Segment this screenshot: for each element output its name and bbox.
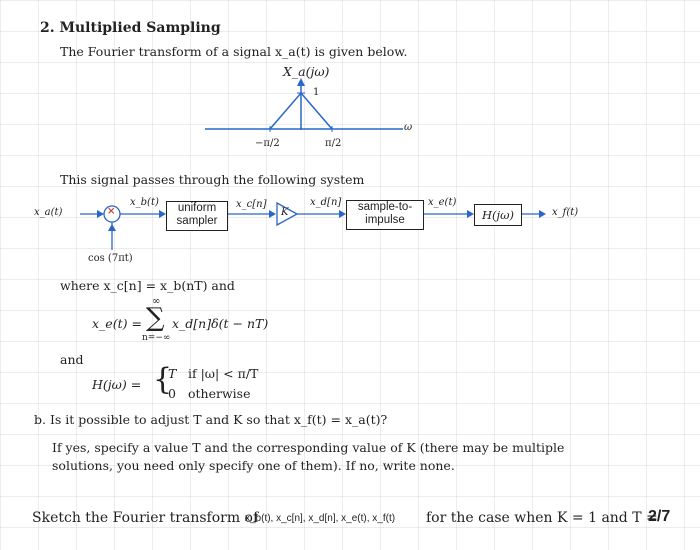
sum-eq-left: x_e(t) = <box>92 316 142 331</box>
plot-ylabel: X_a(jω) <box>283 64 330 79</box>
sketch-signals: x_b(t), x_c[n], x_d[n], x_e(t), x_f(t) <box>245 513 396 524</box>
sum-bottom: n=−∞ <box>142 333 171 343</box>
diagram-xb-label: x_b(t) <box>130 197 159 208</box>
arrow-cos <box>108 224 116 231</box>
sum-body: x_d[n]δ(t − nT) <box>172 316 269 331</box>
arrow-out <box>539 210 546 218</box>
sketch-prefix: Sketch the Fourier transform of <box>32 510 259 526</box>
sketch-T-value: 2/7 <box>648 508 671 525</box>
uniform-sampler-box: uniform sampler <box>166 201 228 231</box>
h-case1-cond: if |ω| < π/T <box>188 366 259 381</box>
diagram-xd-label: x_d[n] <box>310 197 342 208</box>
h-def-left: H(jω) = <box>92 377 142 392</box>
filter-box: H(jω) <box>474 204 522 226</box>
sum-sign: ∑ <box>146 303 165 333</box>
plot-tick-right: π/2 <box>325 138 342 149</box>
gain-label: K <box>281 207 289 218</box>
plot-xaxis-label: ω <box>404 122 413 133</box>
problem-heading: 2. Multiplied Sampling <box>40 20 221 36</box>
intro-text: The Fourier transform of a signal x_a(t)… <box>60 44 408 59</box>
plot-tick-left: −π/2 <box>255 138 280 149</box>
arrow-xd <box>339 210 346 218</box>
diagram-output-label: x_f(t) <box>552 207 579 218</box>
diagram-xc-label: x_c[n] <box>236 199 267 210</box>
and-text: and <box>60 352 84 367</box>
sketch-suffix: for the case when K = 1 and T = <box>426 510 658 526</box>
arrow-xc <box>269 210 276 218</box>
arrow-xe <box>467 210 474 218</box>
diagram-input-label: x_a(t) <box>34 207 63 218</box>
y-axis-arrow <box>297 78 305 86</box>
plot-peak-label: 1 <box>313 87 320 98</box>
arrow-input <box>97 210 104 218</box>
gain-triangle <box>276 201 299 227</box>
h-brace: { <box>153 362 173 397</box>
h-case2-val: 0 <box>168 386 176 401</box>
part-b-line1: If yes, specify a value T and the corres… <box>52 440 565 455</box>
h-case1-val: T <box>168 366 177 381</box>
sum-top: ∞ <box>152 296 161 307</box>
arrow-xb <box>159 210 166 218</box>
h-case2-cond: otherwise <box>188 386 251 401</box>
where-line: where x_c[n] = x_b(nT) and <box>60 278 235 293</box>
part-b-question: b. Is it possible to adjust T and K so t… <box>34 412 388 427</box>
multiplier-symbol: × <box>107 206 116 217</box>
cos-label: cos (7πt) <box>88 253 133 264</box>
system-sentence: This signal passes through the following… <box>60 172 365 187</box>
diagram-xe-label: x_e(t) <box>428 197 457 208</box>
sample-to-impulse-box: sample-to- impulse <box>346 200 424 230</box>
part-b-line2: solutions, you need only specify one of … <box>52 458 455 473</box>
